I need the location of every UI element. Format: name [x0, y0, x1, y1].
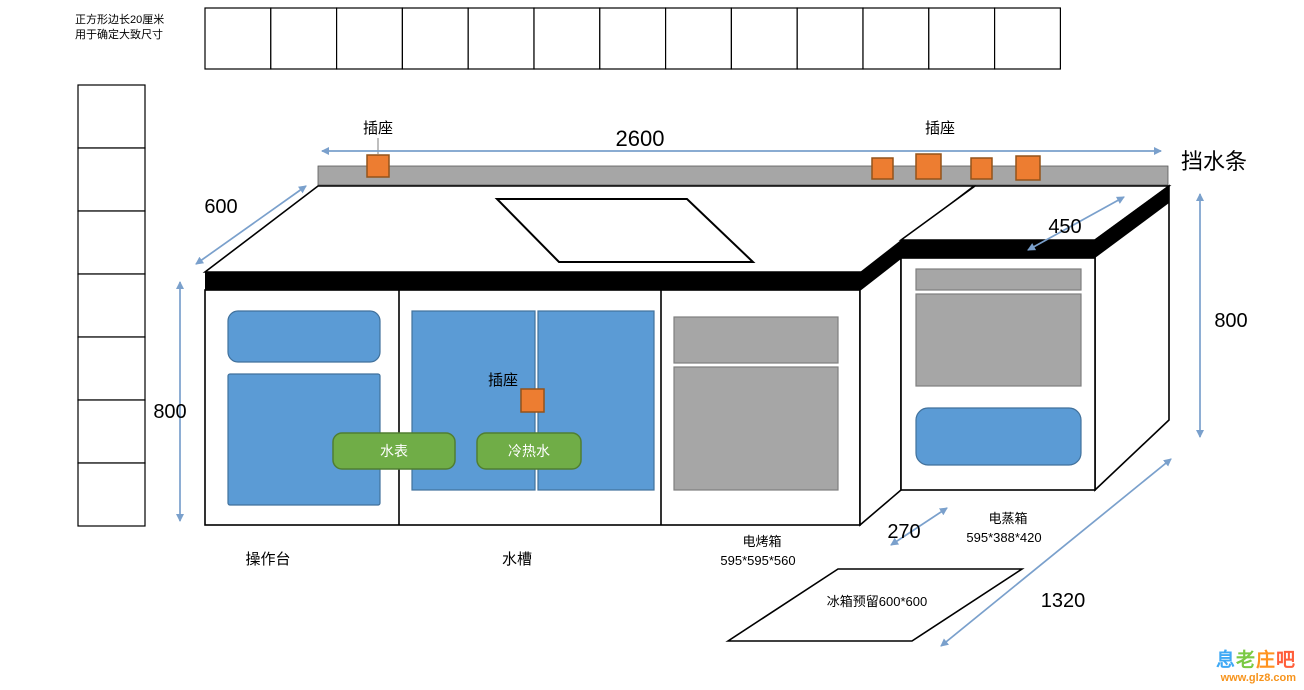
oven-name-label: 电烤箱: [742, 534, 781, 549]
dim-label-600: 600: [204, 196, 237, 218]
calibration-square-h: [796, 7, 864, 70]
calibration-square-v: [77, 273, 146, 338]
counter-edge-band-corner: [860, 240, 901, 290]
calibration-square-h: [730, 7, 798, 70]
socket-sink: [520, 388, 545, 413]
steamer-name-label: 电蒸箱: [988, 511, 1027, 526]
socket-right-label: 插座: [925, 120, 955, 137]
watermark-url: www.glz8.com: [1220, 671, 1296, 684]
calibration-square-h: [993, 7, 1061, 70]
calibration-grid-horizontal: [204, 7, 1061, 70]
counter-side-face: [859, 256, 902, 527]
water-meter-label: 水表: [380, 443, 408, 459]
socket-right-3: [970, 157, 993, 180]
dim-label-800-right: 800: [1214, 310, 1247, 332]
calibration-square-h: [664, 7, 732, 70]
water-barrier-label: 挡水条: [1181, 149, 1247, 174]
cold-hot-water-label: 冷热水: [508, 443, 550, 459]
socket-right-4: [1015, 155, 1041, 181]
socket-right-2: [915, 153, 942, 180]
dim-arrow-270: [890, 507, 948, 546]
calibration-square-h: [401, 7, 469, 70]
socket-left-label: 插座: [363, 120, 393, 137]
oven-control-panel: [673, 316, 839, 364]
dim-arrow-450: [1027, 196, 1125, 251]
backsplash-strip: [317, 165, 1169, 186]
calibration-square-v: [77, 210, 146, 275]
calibration-square-h: [204, 7, 272, 70]
watermark-char-2: 老: [1235, 650, 1256, 672]
steamer-door-panel: [915, 293, 1082, 387]
socket-left: [366, 154, 390, 178]
worktop-label: 操作台: [245, 551, 290, 568]
sink-cutout: [494, 198, 756, 263]
oven-door-panel: [673, 366, 839, 491]
calibration-square-h: [928, 7, 996, 70]
calibration-note-line1: 正方形边长20厘米: [75, 12, 164, 26]
calibration-note-line2: 用于确定大致尺寸: [75, 27, 163, 41]
calibration-square-h: [533, 7, 601, 70]
calibration-square-v: [77, 336, 146, 401]
calibration-square-v: [77, 399, 146, 464]
calibration-square-v: [77, 462, 146, 527]
dim-arrow-600: [195, 185, 307, 265]
dim-label-800-left: 800: [153, 401, 186, 423]
sink-label: 水槽: [502, 551, 532, 568]
watermark-title: 息老庄吧: [1215, 650, 1296, 672]
calibration-square-h: [336, 7, 404, 70]
oven-size-label: 595*595*560: [720, 553, 795, 568]
calibration-square-v: [77, 84, 146, 149]
socket-sink-label: 插座: [488, 372, 518, 389]
site-watermark: 息老庄吧 www.glz8.com: [1215, 650, 1296, 684]
calibration-square-h: [467, 7, 535, 70]
tower-edge-band: [901, 240, 1095, 258]
calibration-grid-vertical: [77, 84, 146, 527]
dim-label-2600: 2600: [616, 126, 665, 151]
cold-hot-water-tag: [476, 432, 582, 470]
dim-label-1320: 1320: [1041, 590, 1086, 612]
dim-arrow-1320: [940, 458, 1172, 647]
calibration-square-h: [599, 7, 667, 70]
tower-drawer-panel: [915, 407, 1082, 466]
tower-side-face: [1094, 184, 1170, 492]
worktop-drawer-panel: [227, 310, 381, 363]
watermark-char-4: 吧: [1275, 650, 1296, 672]
dim-label-270: 270: [887, 521, 920, 543]
steamer-control-bar: [915, 268, 1082, 291]
watermark-char-1: 息: [1215, 650, 1236, 672]
watermark-char-3: 庄: [1255, 650, 1276, 672]
socket-right-1: [871, 157, 894, 180]
fridge-reserved-label: 冰箱预留600*600: [827, 594, 927, 609]
calibration-square-h: [862, 7, 930, 70]
water-meter-tag: [332, 432, 456, 470]
calibration-square-v: [77, 147, 146, 212]
calibration-square-h: [270, 7, 338, 70]
dim-label-450: 450: [1048, 216, 1081, 238]
steamer-size-label: 595*388*420: [966, 530, 1041, 545]
counter-edge-band: [205, 272, 860, 290]
